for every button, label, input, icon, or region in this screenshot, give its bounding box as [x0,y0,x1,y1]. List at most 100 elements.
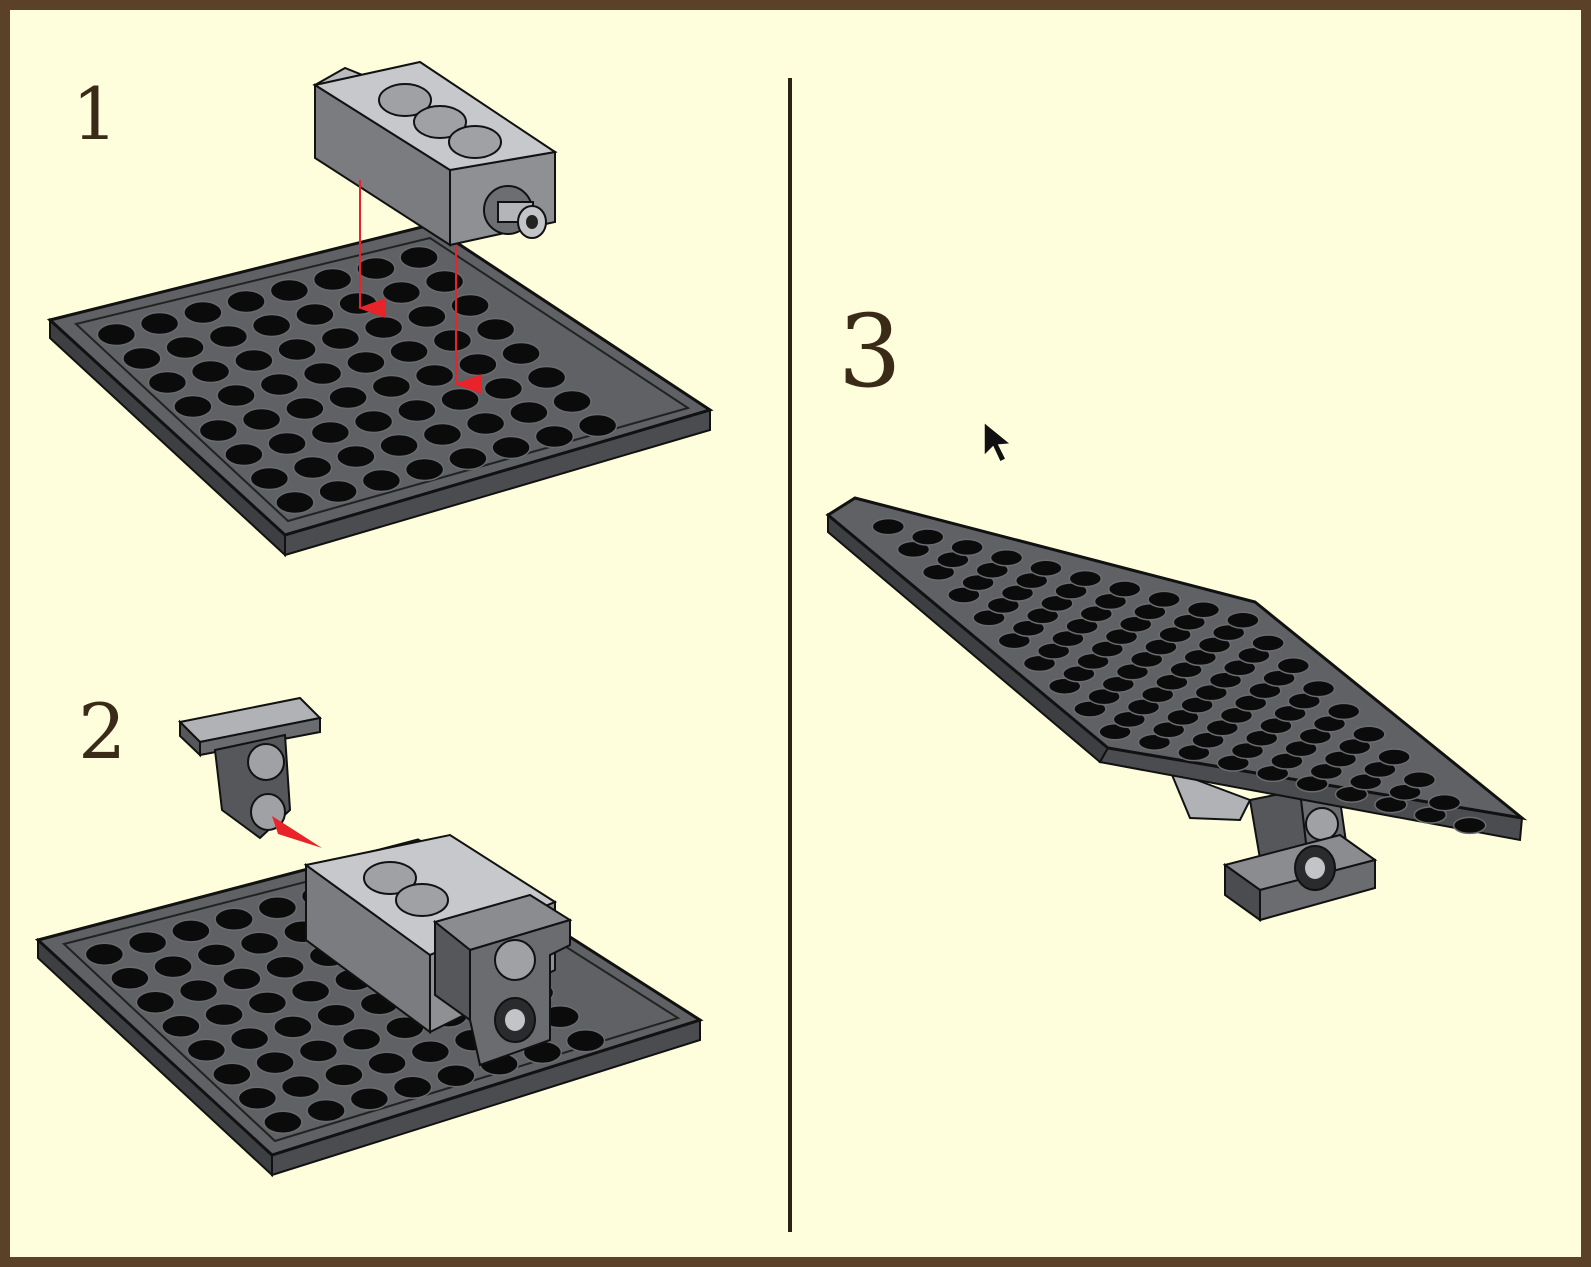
stud [553,391,591,413]
stud [1030,560,1062,576]
stud [319,481,357,503]
stud [365,317,403,339]
stud [148,372,186,394]
stud [321,328,359,350]
stud [423,424,461,446]
stud [307,1100,345,1122]
stud [250,468,288,490]
stud [339,293,377,315]
stud [184,302,222,324]
stud [266,956,304,978]
stud [258,897,296,919]
stud [286,398,324,420]
stud [294,457,332,479]
step-1-brick [315,62,555,245]
stud [1429,795,1461,811]
stud [329,387,367,409]
stud [256,1052,294,1074]
step-1-illustration [50,62,710,555]
stud [872,519,904,535]
stud [97,324,135,346]
step-number-3: 3 [838,302,902,402]
stud [270,280,308,302]
stud [276,492,314,514]
stud [268,433,306,455]
stud [394,1076,432,1098]
step-2-bracket [180,698,320,838]
stud [343,1028,381,1050]
stud [337,446,375,468]
stud [1454,817,1486,833]
stud [136,991,174,1013]
stud [437,1065,475,1087]
stud [398,400,436,422]
stud [227,291,265,313]
stud [1227,612,1259,628]
stud [296,304,334,326]
stud [264,1111,302,1133]
stud [243,409,281,431]
stud [215,908,253,930]
stud [347,352,385,374]
stud [1303,681,1335,697]
mouse-pointer-icon [984,422,1011,462]
stud [192,361,230,383]
stud [304,363,342,385]
stud [166,337,204,359]
stud [380,435,418,457]
stud [362,470,400,492]
instruction-illustration [10,10,1581,1257]
stud [205,1004,243,1026]
stud [248,992,286,1014]
stud [433,330,471,352]
stud [238,1087,276,1109]
stud [129,932,167,954]
stud [141,313,179,335]
stud [235,350,273,372]
stud [390,341,428,363]
stud [260,374,298,396]
stud [111,967,149,989]
stud [282,1076,320,1098]
step-number-2: 2 [78,694,126,770]
stud [172,920,210,942]
stud [484,378,522,400]
stud [1188,602,1220,618]
stud [426,271,464,293]
stud [278,339,316,361]
stud [355,411,393,433]
stud [492,437,530,459]
stud [991,550,1023,566]
step-3-plate [828,498,1522,840]
stud [217,385,255,407]
stud [1109,581,1141,597]
stud [162,1015,200,1037]
stud [510,402,548,424]
stud [1378,749,1410,765]
stud [372,376,410,398]
stud [535,426,573,448]
stud [406,459,444,481]
stud [382,282,420,304]
stud [314,269,352,291]
stud [579,415,617,437]
stud [912,529,944,545]
stud [85,943,123,965]
step-1-plate [50,225,710,555]
stud [1069,571,1101,587]
stud [197,944,235,966]
stud [368,1052,406,1074]
stud [231,1028,269,1050]
stud [1148,591,1180,607]
step-number-1: 1 [72,78,118,150]
stud [187,1039,225,1061]
stud [400,247,438,269]
stud [199,420,237,442]
stud [225,444,263,466]
stud [325,1064,363,1086]
stud [416,365,454,387]
stud [299,1040,337,1062]
stud [1277,658,1309,674]
stud [317,1004,355,1026]
